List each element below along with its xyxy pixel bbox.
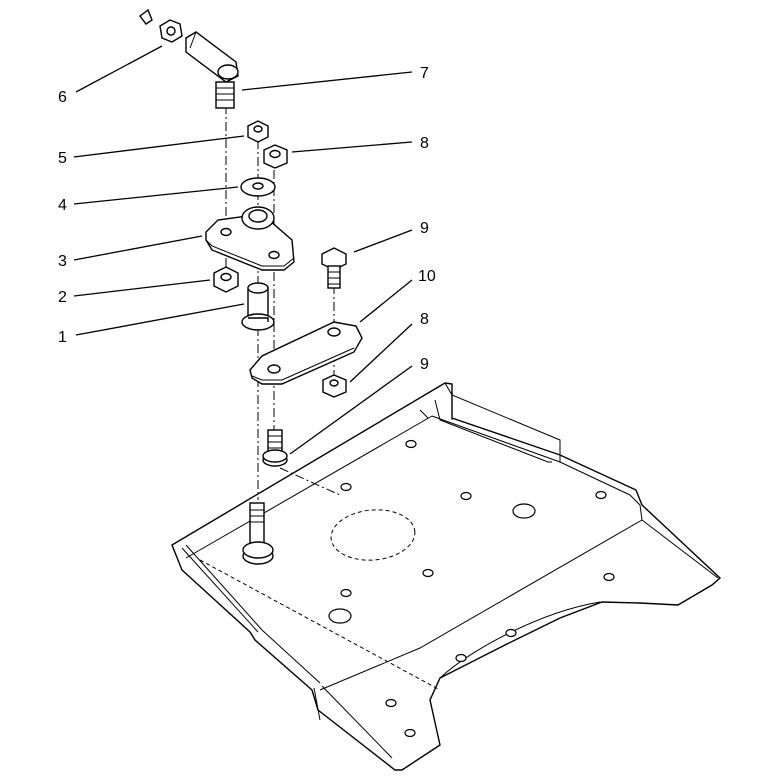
part-3-bracket-plate <box>205 206 295 271</box>
plate-hole <box>385 698 397 708</box>
callout-6: 6 <box>58 89 67 106</box>
part-8-nut-lower <box>322 374 347 398</box>
part-6-jam-nut <box>139 8 183 43</box>
callout-5: 5 <box>58 150 67 167</box>
callout-2: 2 <box>58 289 67 306</box>
plate-hole <box>603 572 615 582</box>
pivot-stud <box>242 502 274 565</box>
plate-hole <box>455 653 467 663</box>
callout-3: 3 <box>58 253 67 270</box>
part-9-bolt-upper <box>321 247 347 289</box>
plate-holes <box>328 439 615 738</box>
callout-9-upper: 9 <box>420 220 429 237</box>
part-8-nut-upper <box>263 144 288 169</box>
callout-4: 4 <box>58 197 67 214</box>
callout-1: 1 <box>58 329 67 346</box>
callout-labels: 6 7 5 8 4 9 3 10 2 8 1 9 <box>58 65 436 373</box>
part-7-ball-joint <box>185 31 239 109</box>
part-10-link-plate <box>249 321 363 385</box>
plate-hole <box>460 491 472 501</box>
part-5-nut <box>247 120 269 143</box>
part-9-shoulder-bolt <box>262 429 288 467</box>
plate-hole <box>404 728 416 738</box>
callout-9-lower: 9 <box>420 356 429 373</box>
plate-hole <box>512 503 536 519</box>
part-1-spacer <box>241 282 275 331</box>
callout-7: 7 <box>420 65 429 82</box>
plate-hole <box>340 482 352 492</box>
callout-10: 10 <box>418 268 436 285</box>
plate-large-opening <box>330 509 416 561</box>
callout-8-upper: 8 <box>420 135 429 152</box>
part-4-washer <box>240 177 276 197</box>
plate-hole <box>505 628 517 638</box>
plate-hole <box>405 439 417 449</box>
plate-hole <box>328 608 352 624</box>
plate-hole <box>595 490 607 500</box>
plate-hole <box>340 588 352 598</box>
part-2-nut <box>213 266 239 293</box>
base-plate <box>171 382 722 771</box>
leader-lines <box>73 45 413 455</box>
callout-8-lower: 8 <box>420 311 429 328</box>
plate-hole <box>422 568 434 578</box>
